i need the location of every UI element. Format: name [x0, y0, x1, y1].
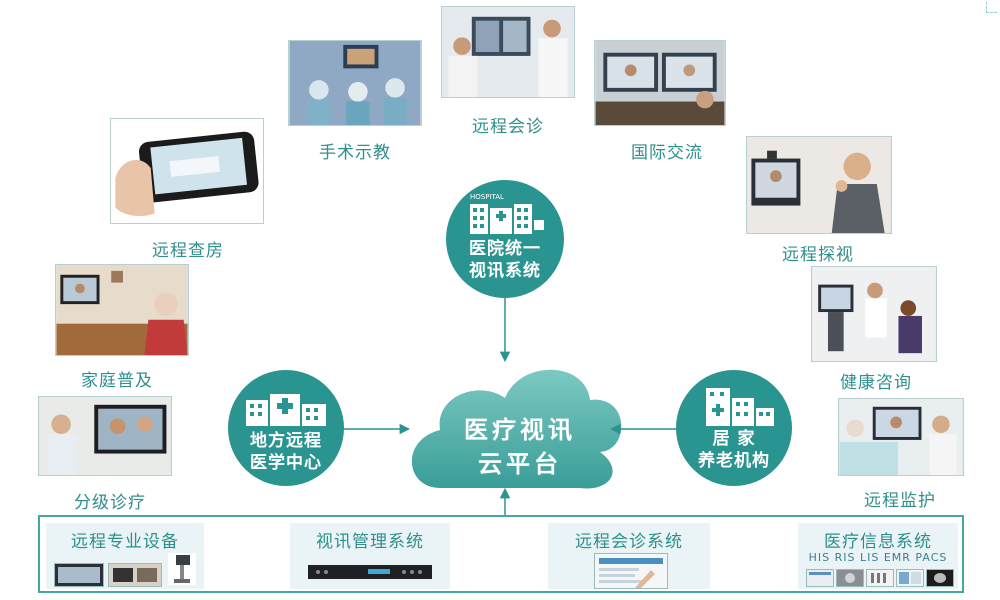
emr-thumb: [896, 569, 924, 587]
hospital-video-system-hub: HOSPITAL 医院统一 视讯系统: [446, 180, 564, 298]
elder-care-building-icon: [706, 388, 774, 426]
system-video-mgmt-title: 视讯管理系统: [316, 532, 424, 552]
remote-rounds-photo: [110, 118, 264, 224]
cloud-title-line2: 云平台: [478, 450, 562, 478]
remote-monitor-label: 远程监护: [864, 491, 936, 511]
remote-rounds-label: 远程查房: [152, 241, 224, 261]
local-medical-center-hub: 地方远程 医学中心: [228, 370, 344, 486]
elder-hub-line1: 居 家: [712, 429, 756, 449]
tiered-care-label: 分级诊疗: [74, 493, 146, 513]
surgery-demo-label: 手术示教: [319, 143, 391, 163]
remote-visit-label: 远程探视: [782, 245, 854, 265]
hospital-badge-text: HOSPITAL: [470, 193, 504, 201]
system-video-mgmt: 视讯管理系统: [290, 523, 450, 589]
local-hub-line2: 医学中心: [250, 453, 322, 473]
his-thumb: [806, 569, 834, 587]
system-devices-title: 远程专业设备: [71, 532, 179, 552]
elder-care-hub: 居 家 养老机构: [676, 370, 792, 486]
lis-thumb: [866, 569, 894, 587]
device-thumb-1: [54, 563, 104, 587]
hospital-building-icon: HOSPITAL: [470, 193, 544, 234]
system-consult: 远程会诊系统: [548, 523, 710, 589]
system-info-subsystems: HIS RIS LIS EMR PACS: [808, 551, 948, 564]
mcu-device-icon: [308, 565, 432, 579]
system-info-title: 医疗信息系统: [824, 532, 932, 552]
home-popular-photo: [55, 264, 189, 356]
medical-center-building-icon: [246, 394, 326, 426]
ris-thumb: [836, 569, 864, 587]
remote-monitor-photo: [838, 398, 964, 476]
systems-bar: 远程专业设备 视讯管理系统 远程会诊系统 医疗信息系统 HIS RIS LIS …: [38, 515, 964, 593]
hospital-hub-line1: 医院统一: [469, 239, 541, 259]
home-popular-label: 家庭普及: [81, 371, 153, 391]
health-consult-label: 健康咨询: [840, 373, 912, 393]
intl-exchange-photo: [594, 40, 726, 126]
tiered-care-photo: [38, 396, 172, 476]
device-thumb-3: [168, 553, 196, 585]
remote-consult-photo: [441, 6, 575, 98]
surgery-demo-photo: [288, 40, 422, 126]
remote-consult-label: 远程会诊: [472, 117, 544, 137]
system-consult-title: 远程会诊系统: [575, 532, 683, 552]
device-thumb-2: [108, 563, 162, 587]
remote-visit-photo: [746, 136, 892, 234]
consult-screen-thumb: [594, 553, 668, 589]
pacs-thumb: [926, 569, 954, 587]
system-devices: 远程专业设备: [46, 523, 204, 589]
elder-hub-line2: 养老机构: [698, 451, 770, 471]
cloud-title-line1: 医疗视讯: [464, 416, 576, 444]
cloud-platform-shape: [411, 369, 622, 489]
corner-mark: [986, 2, 997, 13]
health-consult-photo: [811, 266, 937, 362]
local-hub-line1: 地方远程: [250, 431, 322, 451]
hospital-hub-line2: 视讯系统: [469, 261, 541, 281]
system-info: 医疗信息系统 HIS RIS LIS EMR PACS: [798, 523, 958, 589]
intl-exchange-label: 国际交流: [631, 143, 703, 163]
